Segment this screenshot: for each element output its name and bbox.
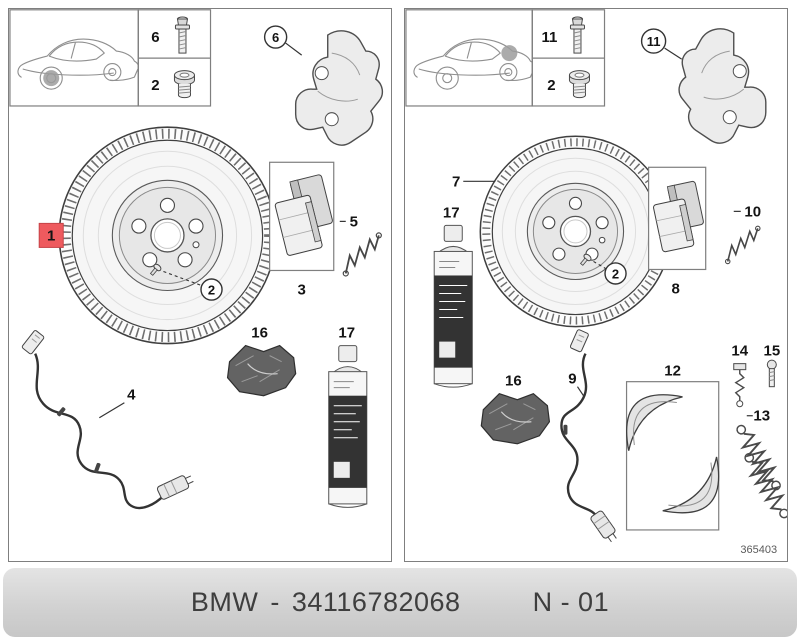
- callout-16-paste[interactable]: 16: [251, 325, 268, 342]
- paste-packet-drawing[interactable]: [226, 344, 297, 397]
- callout-1-disc[interactable]: 1: [38, 222, 64, 248]
- rear-brake-diagram: 11 2: [405, 9, 787, 556]
- callout-2-set-screw[interactable]: 2: [604, 262, 627, 285]
- plug-screw-icon[interactable]: [568, 70, 590, 99]
- rear-brake-panel: 11 2: [404, 8, 788, 562]
- wear-sensor-drawing[interactable]: [21, 330, 196, 510]
- callout-14-expander[interactable]: 14: [731, 343, 748, 360]
- svg-text:2: 2: [612, 266, 619, 281]
- callout-12-shoes[interactable]: 12: [664, 363, 681, 380]
- set-screw-icon[interactable]: [149, 263, 163, 277]
- callout-3-pads[interactable]: 3: [298, 282, 306, 299]
- callout-2-plug[interactable]: 2: [547, 77, 555, 94]
- caliper-carrier-drawing[interactable]: [678, 28, 767, 144]
- car-thumbnail-box[interactable]: [405, 9, 535, 107]
- brake-shoes-drawing[interactable]: [609, 377, 737, 531]
- callout-16-paste[interactable]: 16: [505, 373, 522, 390]
- callout-2-set-screw[interactable]: 2: [200, 278, 223, 301]
- wear-sensor-drawing[interactable]: [560, 329, 619, 544]
- axle-highlight-dot: [43, 70, 60, 87]
- svg-text:1: 1: [47, 227, 55, 244]
- caliper-carrier-drawing[interactable]: [294, 30, 384, 146]
- callout-15-pin[interactable]: 15: [763, 343, 780, 360]
- callout-10-clip[interactable]: 10: [744, 203, 761, 220]
- car-thumbnail-box[interactable]: [9, 9, 139, 107]
- retaining-clip-drawing[interactable]: [342, 232, 382, 277]
- footer-separator: -: [270, 587, 280, 617]
- brake-disc-drawing[interactable]: [58, 126, 277, 345]
- bolt-icon[interactable]: [174, 16, 190, 54]
- callout-17-cleaner[interactable]: 17: [338, 325, 355, 342]
- callout-17-cleaner[interactable]: 17: [443, 204, 460, 221]
- callout-9-sensor[interactable]: 9: [568, 371, 576, 388]
- set-screw-icon[interactable]: [579, 253, 593, 267]
- screws-box: 6 2: [137, 9, 212, 107]
- screws-box: 11 2: [531, 9, 606, 107]
- paste-packet-drawing[interactable]: [480, 393, 551, 445]
- pin-drawing[interactable]: [766, 359, 777, 388]
- brake-disc-drawing[interactable]: [479, 135, 672, 328]
- spray-can-drawing[interactable]: [328, 345, 368, 508]
- retaining-clip-drawing[interactable]: [724, 225, 761, 265]
- svg-text:11: 11: [647, 34, 661, 49]
- footer-bar: BMW - 34116782068 N - 01: [3, 568, 797, 637]
- callout-6-bolt[interactable]: 6: [151, 29, 159, 46]
- expander-drawing[interactable]: [733, 363, 747, 408]
- plug-screw-icon[interactable]: [173, 70, 195, 99]
- footer-page-ref: N - 01: [532, 587, 610, 617]
- bolt-icon[interactable]: [569, 16, 585, 54]
- svg-text:2: 2: [208, 283, 215, 298]
- callout-2-plug[interactable]: 2: [151, 77, 159, 94]
- callout-11-bolt[interactable]: 11: [541, 29, 557, 46]
- front-brake-diagram: 6 2: [9, 9, 384, 510]
- callout-5-clip[interactable]: 5: [350, 213, 358, 230]
- brake-pads-drawing[interactable]: [647, 166, 707, 271]
- brake-pads-drawing[interactable]: [269, 161, 335, 272]
- footer-part-number: 34116782068: [291, 587, 461, 617]
- svg-text:6: 6: [272, 30, 279, 45]
- springs-drawing[interactable]: [732, 422, 787, 521]
- callout-6-carrier[interactable]: 6: [263, 25, 288, 49]
- doc-number: 365403: [740, 544, 777, 556]
- callout-11-carrier[interactable]: 11: [640, 28, 667, 54]
- callout-8-pads[interactable]: 8: [671, 281, 679, 298]
- callout-7-disc[interactable]: 7: [452, 173, 460, 190]
- front-brake-panel: 6 2: [8, 8, 392, 562]
- callout-13-springs[interactable]: 13: [753, 408, 770, 425]
- axle-highlight-dot: [501, 45, 518, 62]
- footer-brand: BMW: [190, 587, 259, 617]
- spray-can-drawing[interactable]: [433, 224, 473, 388]
- callout-4-sensor[interactable]: 4: [127, 387, 136, 404]
